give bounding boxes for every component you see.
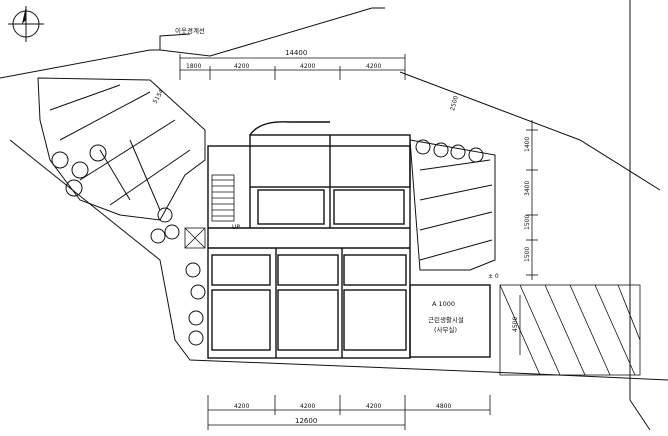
top-total-dimension: 14400 bbox=[285, 49, 307, 57]
right-dimension-line bbox=[519, 120, 538, 355]
top-dimension-1: 1800 bbox=[186, 63, 201, 70]
bottom-dimension-lines bbox=[207, 395, 491, 430]
diagonal-dimension: 5154 bbox=[152, 88, 166, 105]
right-dimension-4: 1500 bbox=[524, 247, 531, 262]
top-dimension-3: 4200 bbox=[300, 63, 315, 70]
stair bbox=[184, 174, 235, 249]
bottom-total-dimension: 12600 bbox=[295, 417, 317, 425]
room-area-label: A 1000 bbox=[432, 300, 455, 308]
bottom-dimension-2: 4200 bbox=[300, 403, 315, 410]
right-height-dimension: 4500 bbox=[512, 317, 519, 332]
parking-structure-right bbox=[409, 139, 496, 271]
bottom-dimension-1: 4200 bbox=[234, 403, 249, 410]
top-dimension-lines bbox=[179, 54, 406, 80]
elevation-mark: ± 0 bbox=[488, 273, 499, 280]
right-dimension-1: 1400 bbox=[524, 137, 531, 152]
room-name-label: 근린생활시설 bbox=[428, 315, 464, 324]
right-dimension-3: 1500 bbox=[524, 215, 531, 230]
top-dimension-4: 4200 bbox=[366, 63, 381, 70]
trees-left bbox=[51, 144, 206, 346]
main-building bbox=[207, 121, 411, 359]
top-dimension-2: 4200 bbox=[234, 63, 249, 70]
stair-up-mark: UP bbox=[232, 224, 240, 231]
room-use-label: (사무실) bbox=[434, 325, 457, 334]
bottom-dimension-3: 4200 bbox=[366, 403, 381, 410]
parking-stalls-right bbox=[499, 284, 641, 376]
right-dimension-5: 2500 bbox=[449, 95, 460, 112]
right-dimension-2: 3400 bbox=[524, 181, 531, 196]
boundary-note: 이웃경계선 bbox=[175, 26, 205, 35]
parking-structure-left bbox=[37, 77, 206, 221]
bottom-dimension-4: 4800 bbox=[436, 403, 451, 410]
north-arrow-icon bbox=[8, 6, 44, 42]
retail-room bbox=[409, 284, 491, 358]
